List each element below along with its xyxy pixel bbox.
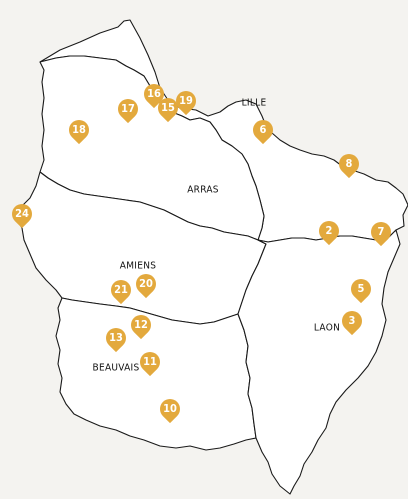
map-marker[interactable]: 8 bbox=[334, 149, 364, 179]
city-label-lille: LILLE bbox=[241, 97, 267, 109]
marker-number: 3 bbox=[348, 314, 356, 327]
map-marker[interactable]: 3 bbox=[337, 306, 367, 336]
map-marker[interactable]: 13 bbox=[101, 323, 131, 353]
marker-number: 18 bbox=[72, 123, 86, 136]
city-label-amiens: AMIENS bbox=[119, 260, 157, 272]
marker-number: 16 bbox=[147, 87, 161, 100]
marker-number: 7 bbox=[377, 225, 385, 238]
map-marker[interactable]: 6 bbox=[248, 115, 278, 145]
marker-number: 15 bbox=[161, 101, 175, 114]
map-marker[interactable]: 20 bbox=[131, 269, 161, 299]
marker-number: 12 bbox=[134, 318, 148, 331]
map-marker[interactable]: 11 bbox=[135, 347, 165, 377]
region-oise bbox=[55, 297, 257, 451]
marker-number: 5 bbox=[357, 282, 365, 295]
marker-number: 20 bbox=[139, 277, 153, 290]
marker-number: 24 bbox=[15, 207, 29, 220]
map-marker[interactable]: 2 bbox=[314, 216, 344, 246]
map-marker[interactable]: 12 bbox=[126, 310, 156, 340]
marker-number: 8 bbox=[345, 157, 353, 170]
map-marker[interactable]: 15 bbox=[153, 93, 183, 123]
map-marker[interactable]: 17 bbox=[113, 94, 143, 124]
marker-number: 19 bbox=[179, 94, 193, 107]
marker-number: 21 bbox=[114, 283, 128, 296]
city-label-beauvais: BEAUVAIS bbox=[92, 362, 140, 374]
map-marker[interactable]: 19 bbox=[171, 86, 201, 116]
map-marker[interactable]: 16 bbox=[139, 79, 169, 109]
marker-number: 13 bbox=[109, 331, 123, 344]
city-label-arras: ARRAS bbox=[187, 184, 219, 196]
region-aisne bbox=[237, 229, 401, 495]
marker-number: 2 bbox=[325, 224, 333, 237]
map-marker[interactable]: 24 bbox=[7, 199, 37, 229]
map-marker[interactable]: 7 bbox=[366, 217, 396, 247]
marker-number: 6 bbox=[259, 123, 267, 136]
map-marker[interactable]: 21 bbox=[106, 275, 136, 305]
marker-number: 17 bbox=[121, 102, 135, 115]
marker-number: 11 bbox=[143, 355, 157, 368]
map-marker[interactable]: 10 bbox=[155, 394, 185, 424]
city-label-laon: LAON bbox=[313, 322, 341, 334]
map-marker[interactable]: 18 bbox=[64, 115, 94, 145]
map-marker[interactable]: 5 bbox=[346, 274, 376, 304]
marker-number: 10 bbox=[163, 402, 177, 415]
